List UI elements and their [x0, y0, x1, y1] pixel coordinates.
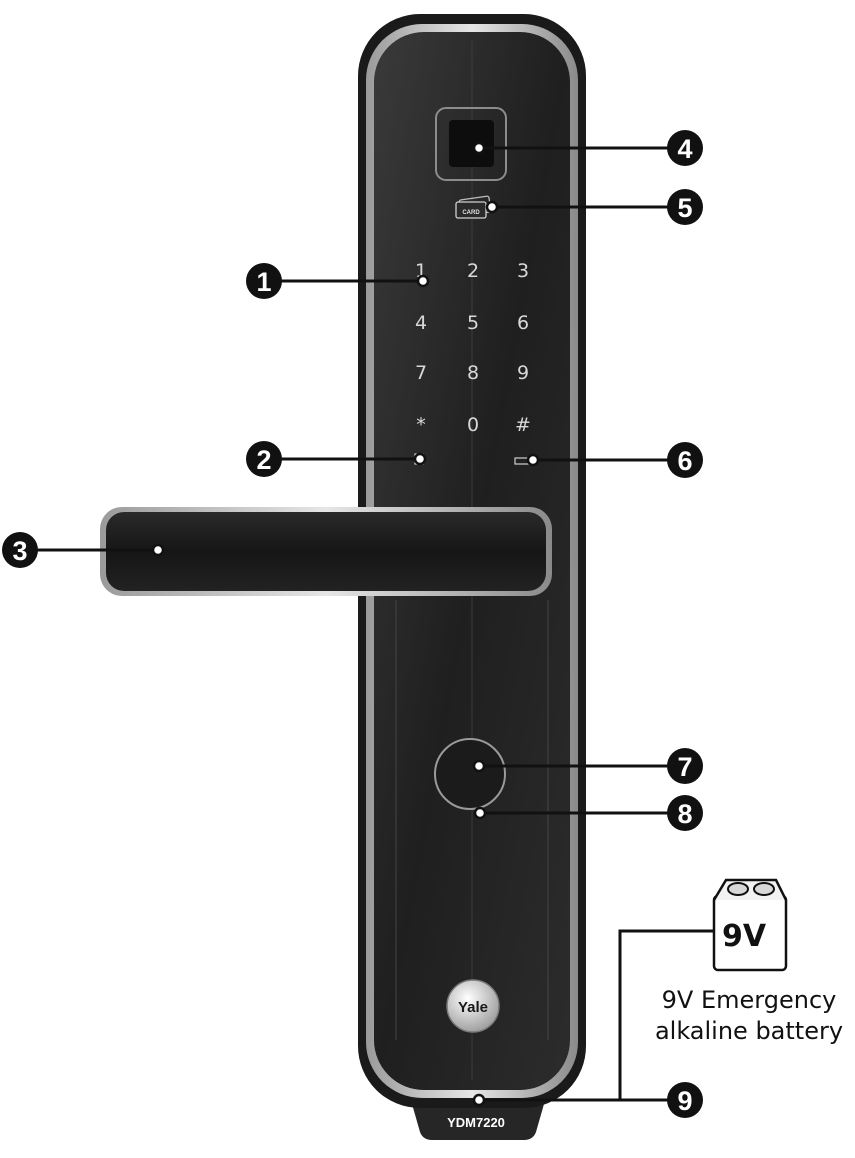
svg-text:3: 3 — [12, 536, 27, 566]
key-9[interactable]: 9 — [517, 362, 529, 384]
brand-logo — [446, 979, 500, 1033]
card-reader-icon: CARD — [455, 195, 492, 219]
battery-caption-line1: 9V Emergency — [662, 986, 837, 1014]
key-7[interactable]: 7 — [415, 362, 427, 384]
callout-dots — [151, 141, 540, 1107]
keypad: 1 2 3 4 5 6 7 8 9 * 0 # — [415, 260, 531, 436]
key-5[interactable]: 5 — [467, 312, 479, 334]
model-label: YDM7220 — [447, 1115, 505, 1130]
battery-caption-line2: alkaline battery — [655, 1017, 843, 1045]
battery-9v-icon: 9V — [712, 878, 788, 972]
callout-badge-7: 7 — [667, 748, 703, 784]
key-4[interactable]: 4 — [415, 312, 427, 334]
callout-lines — [20, 146, 714, 1102]
door-handle[interactable] — [106, 512, 546, 591]
fingerprint-sensor[interactable] — [449, 120, 494, 167]
svg-text:7: 7 — [677, 752, 692, 782]
fingerprint-sensor-frame — [435, 107, 507, 181]
key-2[interactable]: 2 — [467, 260, 479, 282]
callout-badge-6: 6 — [667, 442, 703, 478]
key-hash[interactable]: # — [515, 414, 531, 436]
key-3[interactable]: 3 — [517, 260, 529, 282]
callout-badge-8: 8 — [667, 795, 703, 831]
callout-badge-3: 3 — [2, 532, 38, 568]
callout-badge-2: 2 — [246, 441, 282, 477]
key-0[interactable]: 0 — [467, 414, 479, 436]
key-6[interactable]: 6 — [517, 312, 529, 334]
key-8[interactable]: 8 — [467, 362, 479, 384]
key-star[interactable]: * — [416, 414, 426, 436]
callout-badge-4: 4 — [667, 130, 703, 166]
svg-text:4: 4 — [677, 134, 692, 164]
svg-text:2: 2 — [256, 445, 271, 475]
svg-text:5: 5 — [677, 193, 692, 223]
svg-text:9: 9 — [677, 1086, 692, 1116]
mechanical-key-cover[interactable] — [434, 738, 506, 810]
svg-text:8: 8 — [677, 799, 692, 829]
callout-badge-9: 9 — [667, 1082, 703, 1118]
svg-text:1: 1 — [256, 267, 271, 297]
battery-label: 9V — [722, 919, 767, 954]
brand-logo-text: Yale — [458, 999, 488, 1016]
callout-badge-5: 5 — [667, 189, 703, 225]
svg-text:6: 6 — [677, 446, 692, 476]
callout-badge-1: 1 — [246, 263, 282, 299]
card-label: CARD — [462, 210, 480, 216]
